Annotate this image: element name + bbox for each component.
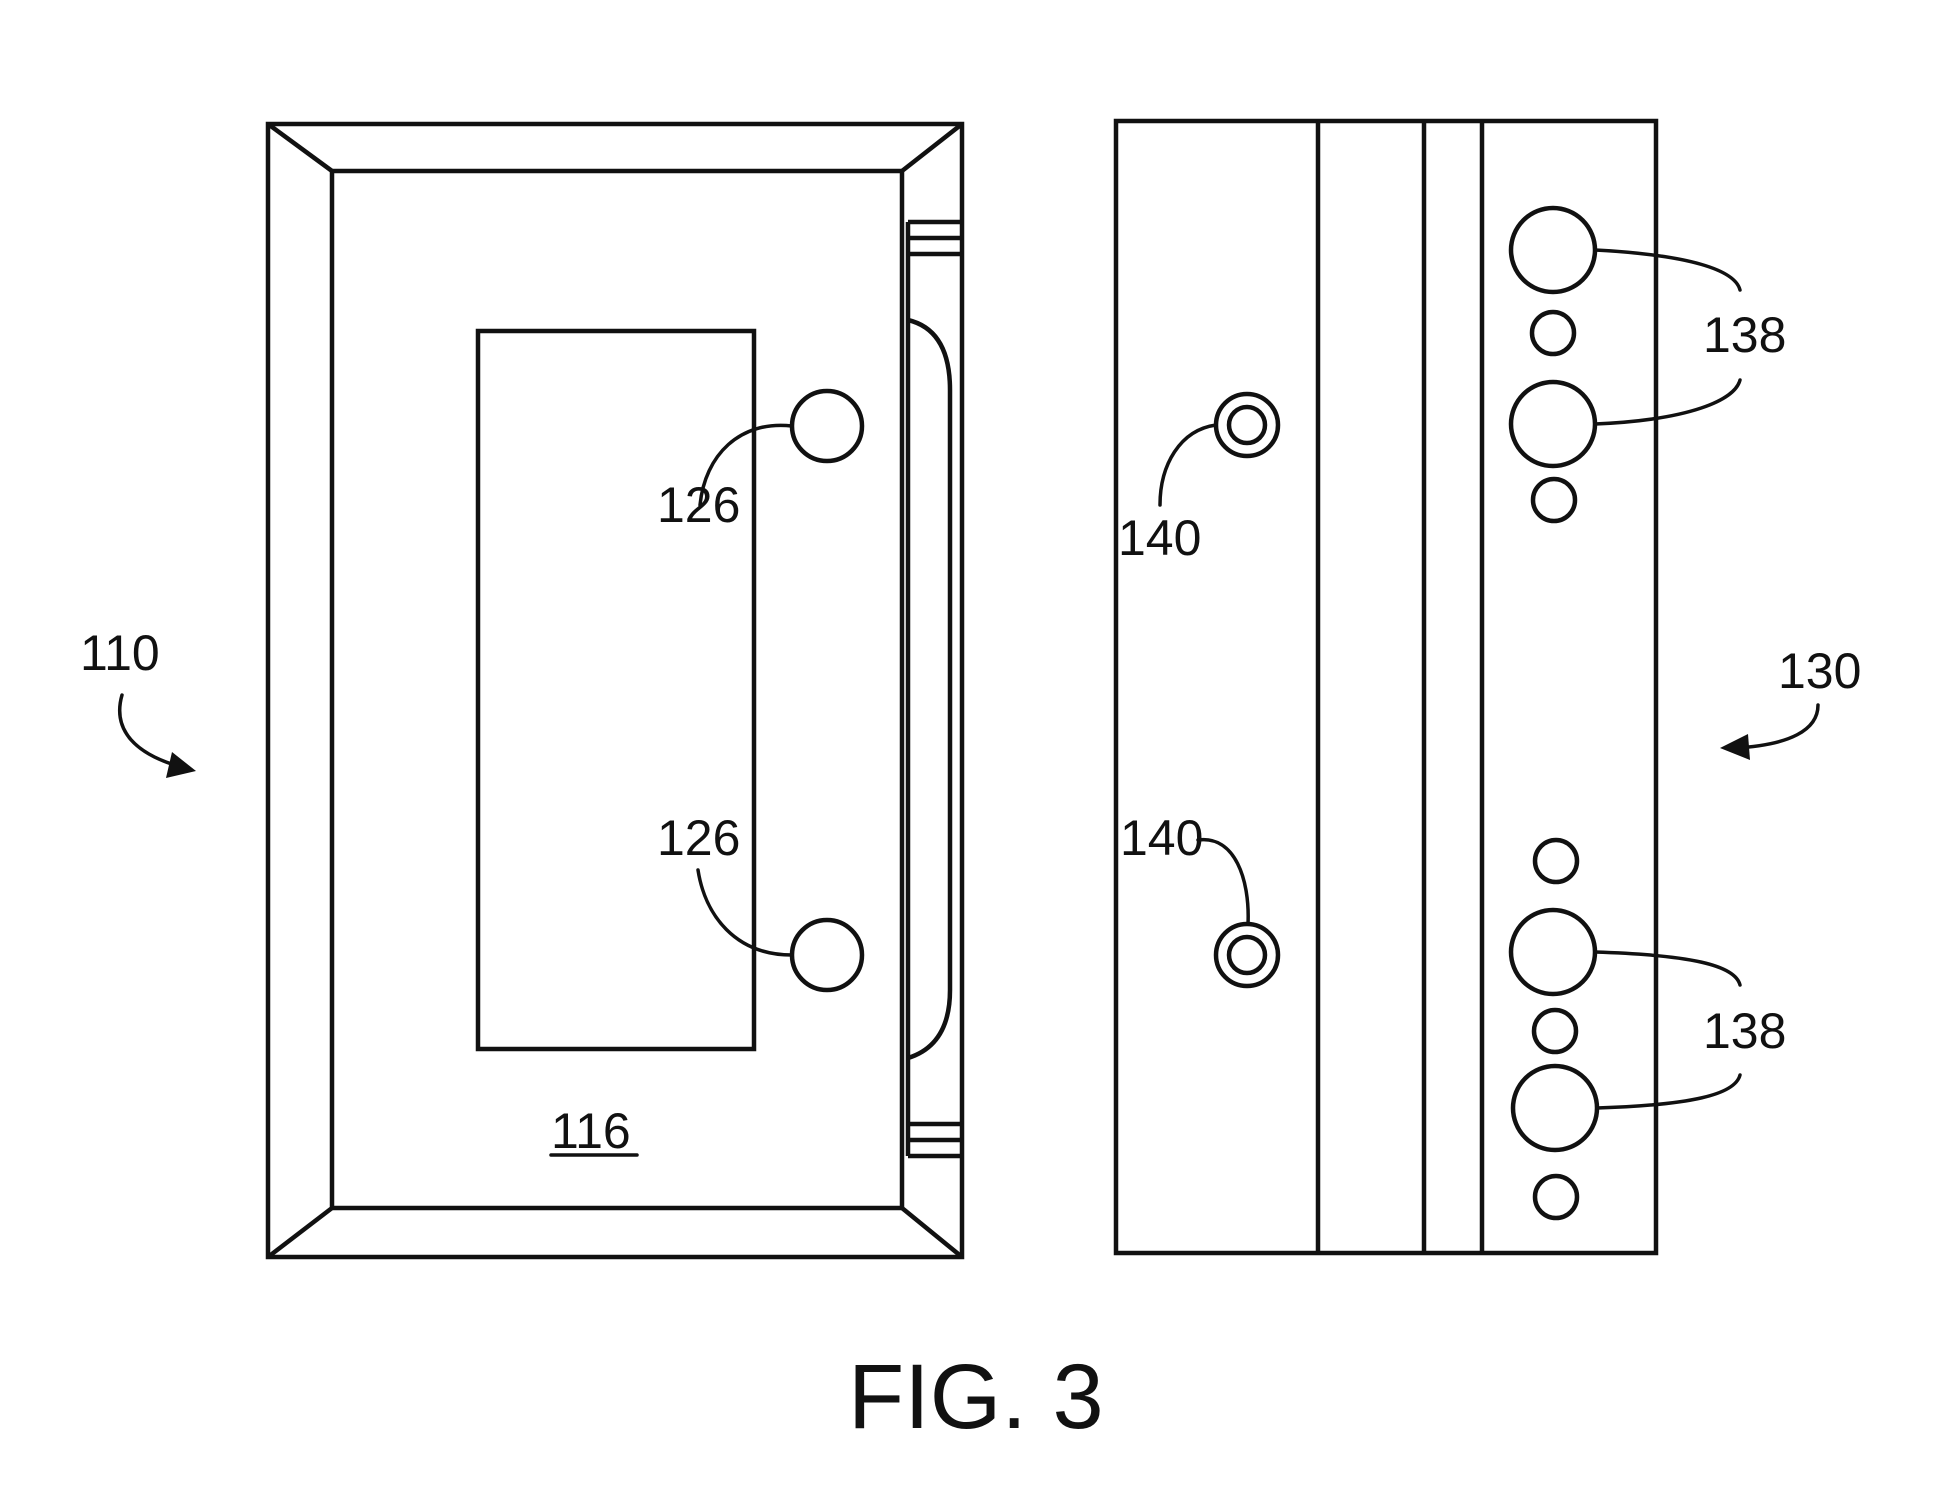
bevel-bottom-right [902,1208,962,1257]
small-hole-4 [1534,1010,1576,1052]
label-126-bottom: 126 [657,810,740,866]
arrow-110-head [166,752,196,778]
handle-curve [908,320,950,1058]
hole-138-1 [1511,208,1595,292]
small-hole-1 [1532,312,1574,354]
side-rail [908,222,962,1156]
figure-caption: FIG. 3 [848,1346,1104,1448]
reference-130: 130 [1720,643,1861,760]
pin-140-top-outer [1216,394,1278,456]
hole-138-3 [1511,910,1595,994]
outer-frame [268,124,962,1257]
hole-138-2 [1511,382,1595,466]
small-hole-2 [1533,479,1575,521]
label-130: 130 [1778,643,1861,699]
label-140-top: 140 [1118,510,1201,566]
leader-140-bottom [1198,840,1248,924]
leader-138-4 [1597,1075,1740,1108]
pin-140-bottom-outer [1216,924,1278,986]
leader-126-bottom [698,870,792,955]
leader-138-3 [1595,952,1740,985]
pin-140-top-inner [1229,407,1265,443]
component-110: 126 126 116 [268,124,962,1257]
pin-140-bottom-inner [1229,937,1265,973]
leader-138-1 [1595,250,1740,290]
label-138-bottom: 138 [1703,1003,1786,1059]
small-hole-5 [1535,1176,1577,1218]
hole-126-bottom [792,920,862,990]
bevel-bottom-left [268,1208,332,1257]
bevel-top-right [902,124,962,171]
bevel-top-left [268,124,332,171]
window-opening [478,331,754,1049]
hole-138-4 [1513,1066,1597,1150]
leader-140-top [1160,425,1216,505]
plate-frame [1116,121,1656,1253]
reference-110: 110 [80,625,196,778]
label-140-bottom: 140 [1120,810,1203,866]
label-126-top: 126 [657,477,740,533]
leader-138-2 [1595,380,1740,424]
component-130: 140 140 138 138 [1116,121,1786,1253]
label-110: 110 [80,625,160,681]
label-138-top: 138 [1703,307,1786,363]
inner-panel [332,171,902,1208]
small-hole-3 [1535,840,1577,882]
label-116: 116 [551,1103,631,1159]
hole-126-top [792,391,862,461]
arrow-130-head [1720,734,1750,760]
